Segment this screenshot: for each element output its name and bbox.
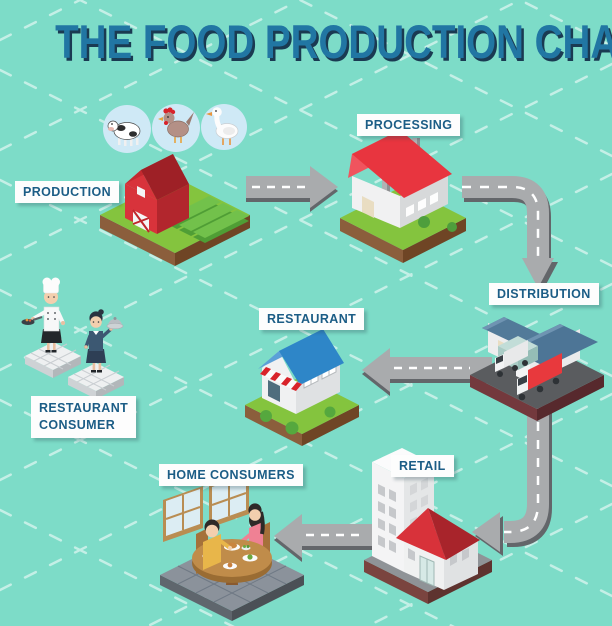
restaurant-building [258, 329, 344, 414]
arrow-processing-to-distribution [462, 176, 558, 292]
restaurant-illustration [245, 329, 359, 446]
label-restaurant-text: RESTAURANT [267, 312, 357, 326]
label-home-consumers: HOME CONSUMERS [159, 464, 303, 486]
label-processing-text: PROCESSING [365, 118, 453, 132]
arrow-retail-to-home-consumers [274, 514, 380, 562]
home-consumers-illustration [160, 472, 304, 621]
label-production-text: PRODUCTION [23, 185, 112, 199]
waitress-figure [84, 309, 124, 373]
label-retail: RETAIL [391, 455, 454, 477]
hen-icon [152, 104, 200, 152]
arrow-production-to-processing [246, 166, 338, 212]
retail-illustration [364, 448, 492, 604]
chef-figure [21, 277, 65, 353]
cow-icon [103, 105, 151, 153]
window-frames [163, 472, 249, 542]
distribution-illustration [470, 317, 604, 421]
label-restaurant-consumer: RESTAURANT CONSUMER [31, 396, 137, 438]
man-figure [203, 519, 232, 570]
label-distribution-text: DISTRIBUTION [497, 287, 591, 301]
label-production: PRODUCTION [15, 181, 120, 203]
factory-building [348, 130, 452, 228]
production-illustration [100, 104, 250, 266]
goose-icon [201, 104, 247, 150]
label-restaurant: RESTAURANT [259, 308, 365, 330]
delivery-truck-white [495, 340, 528, 377]
striped-awning [260, 367, 302, 391]
arrow-distribution-to-restaurant [362, 348, 492, 396]
label-restaurant-consumer-line2: CONSUMER [39, 418, 116, 432]
arrow-distribution-to-retail [472, 404, 552, 556]
label-processing: PROCESSING [357, 114, 461, 136]
barn [125, 154, 189, 234]
restaurant-consumer-illustration [21, 277, 124, 399]
processing-illustration [340, 130, 466, 263]
page-title: THE FOOD PRODUCTION CHAIN [55, 15, 612, 68]
delivery-truck-red [517, 353, 562, 401]
label-home-consumers-text: HOME CONSUMERS [167, 468, 295, 482]
label-distribution: DISTRIBUTION [489, 283, 599, 305]
label-restaurant-consumer-line1: RESTAURANT [39, 401, 129, 415]
crop-rows [165, 196, 249, 243]
retail-shop [396, 508, 480, 590]
label-retail-text: RETAIL [399, 459, 446, 473]
tile-floor [25, 342, 124, 399]
